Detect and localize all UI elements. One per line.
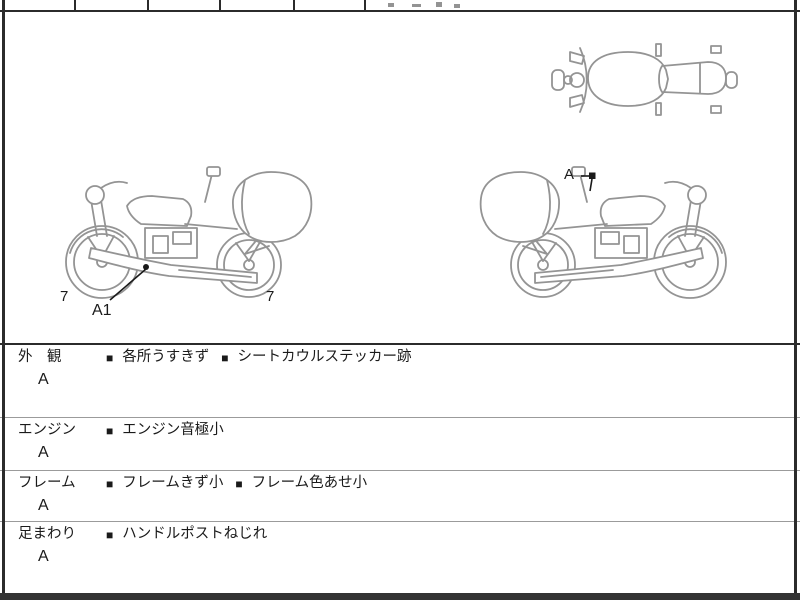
bullet-square-icon: ■ — [221, 351, 229, 366]
grade-value: A — [38, 497, 49, 514]
remark-item: ■ エンジン音極小 — [106, 422, 224, 439]
bike-right-side-view — [479, 166, 727, 299]
marker-a-pointer — [581, 172, 596, 192]
remark-text: フレームきず小 — [122, 475, 224, 491]
category-label: 足まわり — [18, 526, 76, 542]
sheet-border-left — [2, 0, 5, 600]
remark-item: ■ フレームきず小 — [106, 475, 223, 492]
column-divider — [364, 0, 366, 10]
bullet-square-icon: ■ — [106, 351, 114, 366]
remarks: ■ 各所うすきず ■ シートカウルステッカー跡 — [106, 349, 412, 366]
row-divider — [0, 470, 800, 472]
text-fragment — [412, 4, 421, 7]
category-label: エンジン — [18, 422, 76, 438]
column-divider — [74, 0, 76, 10]
text-fragment — [388, 3, 394, 7]
wheel-grade-label-front: 7 — [60, 288, 69, 305]
bike-left-side-view — [65, 166, 313, 299]
row-divider — [0, 417, 800, 419]
remark-text: ハンドルポストねじれ — [122, 526, 268, 542]
bike-top-view — [551, 43, 738, 116]
table-border-top — [0, 10, 800, 12]
remark-item: ■ ハンドルポストねじれ — [106, 526, 267, 543]
remarks: ■ フレームきず小 ■ フレーム色あせ小 — [106, 475, 367, 492]
text-fragment — [436, 2, 442, 7]
defect-marker-label-a: A — [564, 166, 575, 183]
remark-item: ■ 各所うすきず — [106, 349, 209, 366]
remark-text: フレーム色あせ小 — [251, 475, 368, 491]
bullet-square-icon: ■ — [106, 528, 114, 543]
sheet-border-bottom — [0, 593, 800, 600]
condition-row-undercarriage: 足まわり A ■ ハンドルポストねじれ ■ — [0, 521, 800, 593]
bullet-square-icon: ■ — [106, 424, 114, 439]
category-label: フレーム — [18, 475, 76, 491]
wheel-grade-label-rear: 7 — [266, 288, 275, 305]
marker-a1-pointer — [109, 264, 149, 301]
defect-marker-label-a1: A1 — [92, 302, 112, 319]
grade-value: A — [38, 548, 49, 565]
column-divider — [219, 0, 221, 10]
text-fragment — [454, 4, 460, 8]
remarks: ■ エンジン音極小 ■ — [106, 422, 224, 439]
remark-item: ■ シートカウルステッカー跡 — [221, 349, 411, 366]
sheet-border-right — [794, 0, 797, 600]
grade-value: A — [38, 444, 49, 461]
remark-text: シートカウルステッカー跡 — [237, 349, 412, 365]
section-border — [0, 343, 800, 345]
condition-row-frame: フレーム A ■ フレームきず小 ■ フレーム色あせ小 — [0, 470, 800, 521]
remarks: ■ ハンドルポストねじれ ■ — [106, 526, 267, 543]
grade-value: A — [38, 371, 49, 388]
column-divider — [147, 0, 149, 10]
bullet-square-icon: ■ — [235, 477, 243, 492]
condition-row-engine: エンジン A ■ エンジン音極小 ■ — [0, 417, 800, 470]
remark-text: 各所うすきず — [122, 349, 210, 365]
remark-text: エンジン音極小 — [122, 422, 224, 438]
row-divider — [0, 521, 800, 523]
remark-item: ■ フレーム色あせ小 — [235, 475, 367, 492]
bullet-square-icon: ■ — [106, 477, 114, 492]
category-label: 外 観 — [18, 349, 62, 365]
condition-row-exterior: 外 観 A ■ 各所うすきず ■ シートカウルステッカー跡 — [0, 344, 800, 417]
column-divider — [293, 0, 295, 10]
